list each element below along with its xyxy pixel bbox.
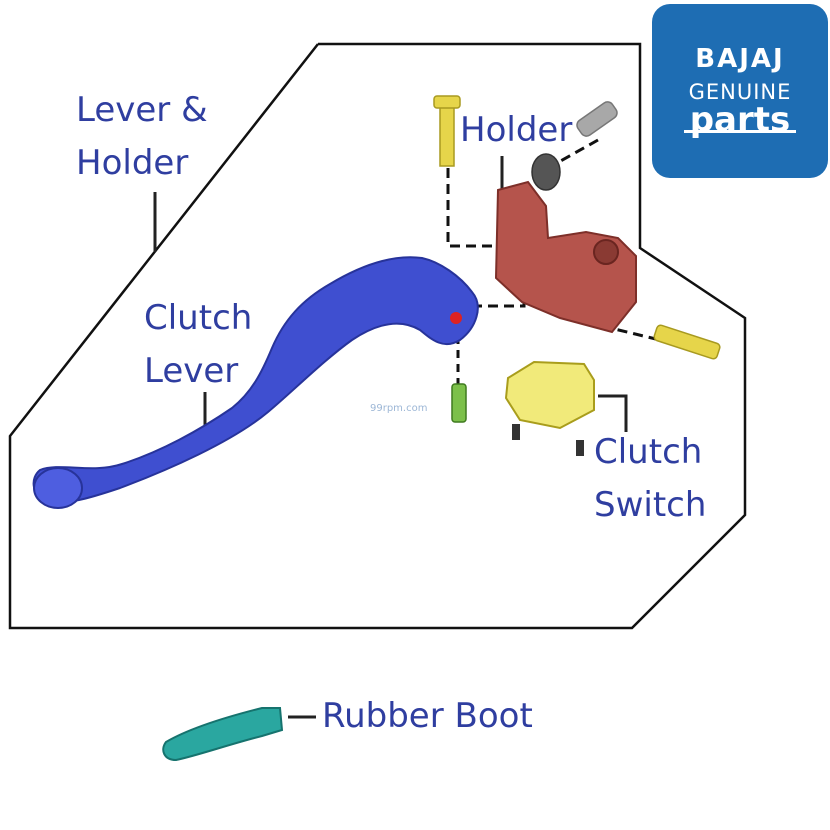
holder-part [494, 180, 637, 334]
label-lever-holder-line2: Holder [76, 142, 189, 183]
label-rubber-boot-text: Rubber Boot [322, 696, 533, 736]
pivot-pin [576, 101, 618, 137]
leader-clutch-switch [598, 394, 628, 432]
logo-line1: GENUINE [688, 80, 792, 104]
label-clutch-switch-line1: Clutch [594, 432, 703, 472]
label-clutch-switch-line2: Switch [594, 484, 707, 525]
label-clutch-lever-line1: Clutch [144, 298, 253, 338]
lever-pivot-mark [450, 312, 462, 324]
holder-bolt [439, 103, 455, 167]
switch-screw-left [512, 424, 520, 440]
rubber-boot-part [162, 707, 284, 762]
logo-brand: BAJAJ [695, 44, 785, 74]
clutch-switch-part [504, 360, 595, 430]
holder-bolt-head [433, 95, 461, 109]
label-clutch-lever-line2: Lever [144, 350, 239, 391]
kit-outline [8, 42, 747, 630]
label-rubber-boot: Rubber Boot [322, 690, 533, 743]
logo-underline [684, 130, 796, 133]
adjuster-bolt [653, 324, 721, 360]
label-holder: Holder [460, 104, 572, 157]
bajaj-genuine-parts-logo: BAJAJ GENUINE parts [652, 4, 828, 178]
washer [531, 153, 561, 191]
watermark: 99rpm.com [370, 403, 428, 414]
label-clutch-switch: Clutch Switch [594, 426, 706, 531]
label-clutch-lever: Clutch Lever [144, 292, 252, 397]
switch-screw-right [576, 440, 584, 456]
label-lever-holder: Lever & Holder [76, 84, 208, 189]
clutch-lever-part [32, 256, 479, 504]
lever-pivot-bolt [451, 383, 467, 423]
lever-tip [33, 467, 83, 509]
assembly-line-pin [547, 138, 599, 170]
holder-bore [593, 239, 619, 265]
label-lever-holder-line1: Lever & [76, 90, 208, 130]
logo-line2: parts [689, 100, 791, 140]
label-holder-text: Holder [460, 110, 573, 150]
